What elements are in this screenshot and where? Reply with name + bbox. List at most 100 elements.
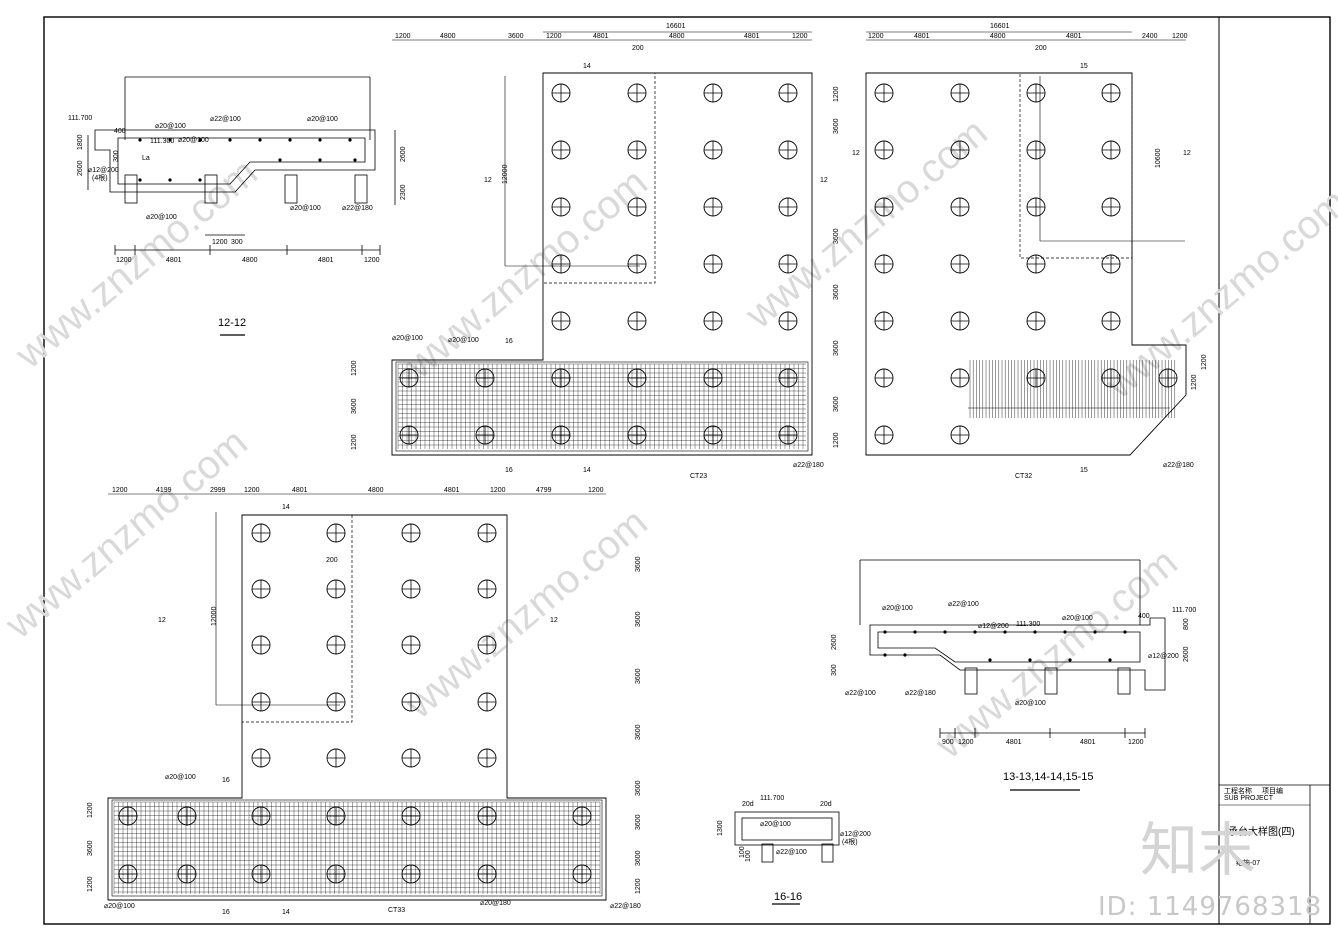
pile-symbol [401,864,421,884]
ct23-mark-5: 12 [484,177,492,184]
pile-symbol [118,864,138,884]
pile-symbol [326,579,346,599]
s12-dim-1: 1200 [116,257,132,264]
pile-symbol [874,140,894,160]
ct33-rebar-grid [113,801,601,894]
ct23-dim-top1-1: 1200 [395,33,411,40]
s13-dim-2: 1200 [958,739,974,746]
ct32-dim-2: 4801 [914,33,930,40]
ct32-dim-3: 4800 [990,33,1006,40]
ct23-dim-top2-3: 4800 [669,33,685,40]
pile-symbol [950,197,970,217]
pile-symbol [627,368,647,388]
pile-symbol [326,806,346,826]
pile-symbol [251,692,271,712]
pile-symbol [551,311,571,331]
s12-dim-right-2: 2300 [400,184,407,200]
pile-symbol [475,425,495,445]
logo-watermark: 知末 [1140,816,1256,884]
ct23-dim-top2-5: 1200 [792,33,808,40]
pile-symbol [874,311,894,331]
pile-symbol [401,748,421,768]
pile-symbol [874,83,894,103]
pile-symbol [477,692,497,712]
ct23-dim-r-1: 1200 [833,86,840,102]
pile-symbol [703,311,723,331]
pile-symbol [627,311,647,331]
section-13-dots [883,630,1127,662]
s12-rebar-8: ⌀22@180 [342,205,373,212]
pile-symbol [627,140,647,160]
tb-title: 承台大样图(四) [1228,825,1295,838]
ct23-200: 200 [632,45,644,52]
ct23-rebar-2: ⌀20@100 [448,337,479,344]
ct23-pile-group [399,83,798,445]
s13-caption: 13-13,14-14,15-15 [1003,771,1094,783]
pile-symbol [1026,140,1046,160]
pile-symbol [326,692,346,712]
pile-symbol [703,425,723,445]
ct32-dim-4: 4801 [1066,33,1082,40]
s12-400: 400 [114,128,126,135]
pile-symbol [778,254,798,274]
ct32-200: 200 [1035,45,1047,52]
pile-symbol [326,864,346,884]
pile-symbol [118,806,138,826]
ct23-dim-r-2: 3600 [833,118,840,134]
ct23-dim-l-3: 3600 [351,398,358,414]
ct33-label: CT33 [388,907,405,914]
pile-symbol [778,197,798,217]
id-watermark: ID: 1149768318 [1098,892,1322,922]
pile-symbol [874,368,894,388]
ct33-mark-6: 12 [550,617,558,624]
pile-symbol [703,83,723,103]
s12-dim-right-1: 2600 [400,146,407,162]
pile-symbol [703,197,723,217]
pile-symbol [251,806,271,826]
watermark-6: www.znzmo.com [397,500,656,727]
s12-rebar-6: ⌀20@100 [146,214,177,221]
pile-symbol [401,579,421,599]
ct32-dim-6: 1200 [1172,33,1188,40]
pile-symbol [1026,311,1046,331]
ct33-dim-2: 4199 [156,487,172,494]
pile-symbol [551,368,571,388]
s13-rebar-2: ⌀22@100 [948,601,979,608]
pile-symbol [551,254,571,274]
pile-symbol [551,83,571,103]
pile-symbol [477,523,497,543]
ct23-total: 16601 [666,23,686,30]
s12-elev-2: 111.300 [150,138,174,145]
pile-symbol [703,140,723,160]
s13-dim-1: 900 [942,739,954,746]
s12-dim-left-1: 2600 [77,160,84,176]
s12-rebar-5: ⌀12@200 [88,167,119,174]
s13-elev-1: 111.700 [1172,607,1196,614]
ct23-mark-2: 14 [583,467,591,474]
ct23-dim-r-5: 3600 [833,340,840,356]
ct23-dim-top1-3: 3600 [508,33,524,40]
s12-dim-left-3: 300 [113,150,120,162]
s16-20d-1: 20d [742,801,754,808]
ct23-mark-4: 16 [505,467,513,474]
ct23-dim-r-4: 3600 [833,284,840,300]
pile-symbol [874,197,894,217]
ct33-rebar-3: ⌀20@180 [480,900,511,907]
ct32-mark-1: 15 [1080,63,1088,70]
ct23-dim-top2-4: 4801 [744,33,760,40]
s16-100-2: 100 [745,850,752,862]
pile-symbol [401,692,421,712]
pile-symbol [572,806,592,826]
tb-sheet-no: 结施-07 [1236,858,1260,867]
s12-elev-1: 111.700 [68,115,92,122]
ct33-dim-r-4: 3600 [635,724,642,740]
s13-elev-2: 111.300 [1016,621,1040,628]
s16-caption: 16-16 [774,891,802,903]
s12-dim-small-2: 300 [231,239,243,246]
ct33-rebar-4: ⌀22@180 [610,903,641,910]
ct23-label: CT23 [690,473,707,480]
ct32-mark-2: 15 [1080,467,1088,474]
s12-rebar-7: ⌀20@100 [290,205,321,212]
s12-note: (4根) [92,173,108,182]
